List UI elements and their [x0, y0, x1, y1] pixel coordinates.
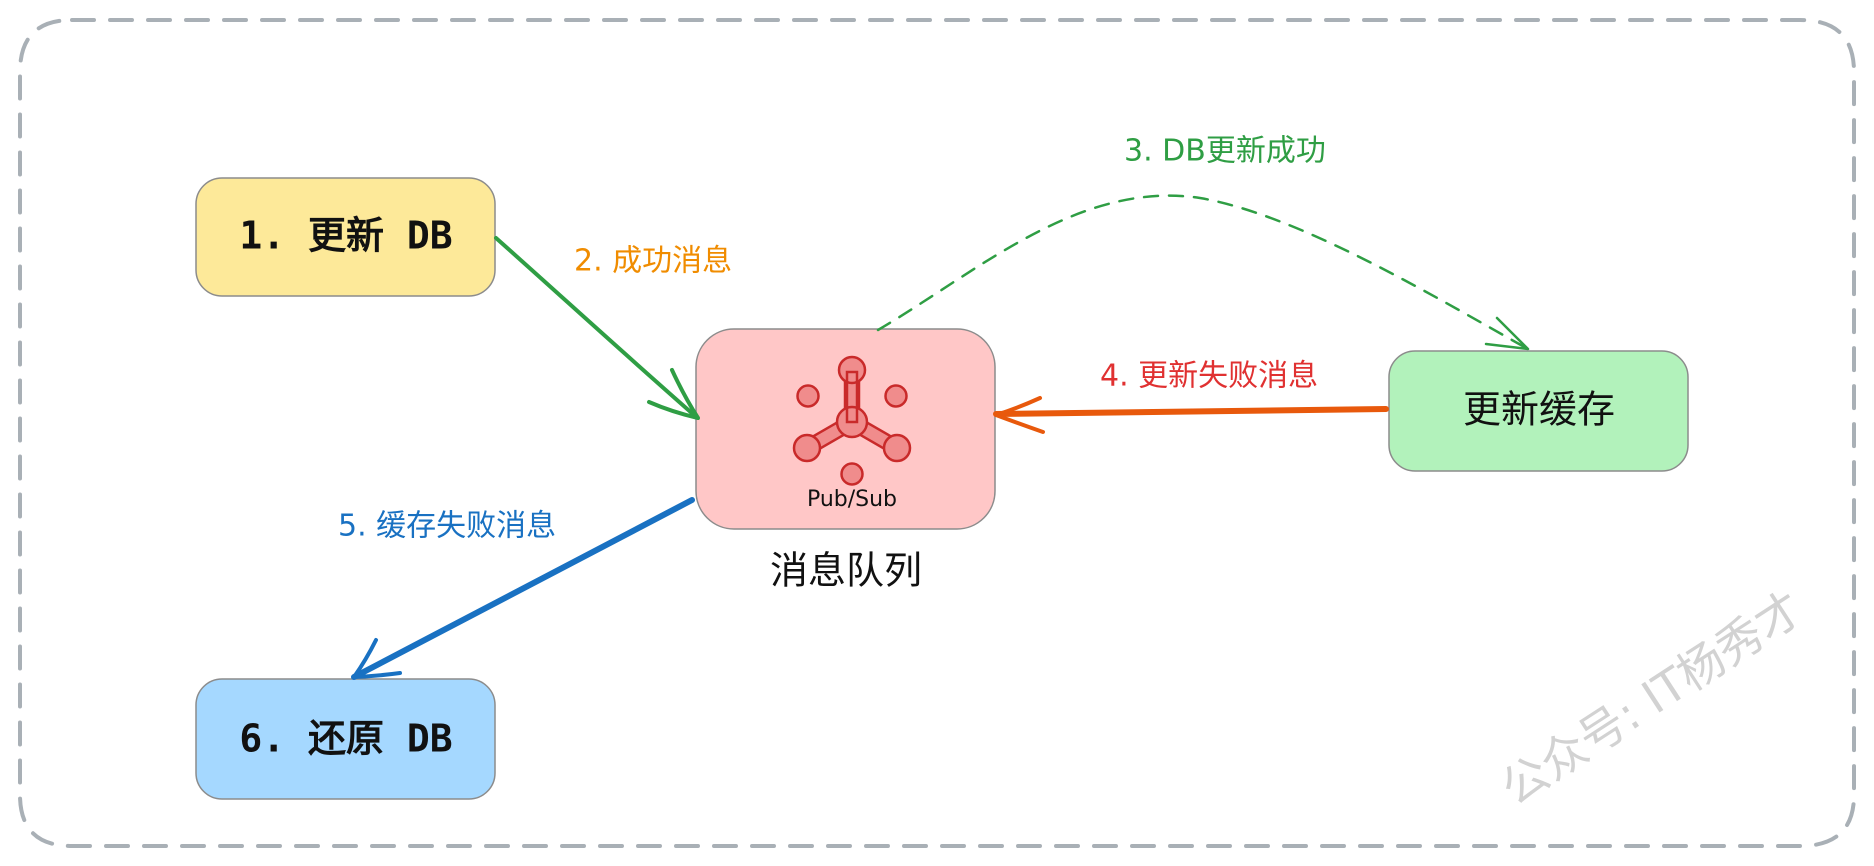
restore-db-label: 6. 还原 DB — [239, 717, 452, 761]
pubsub-icon — [792, 355, 912, 486]
update-fail-message-arrow — [993, 396, 1389, 434]
message-queue-node[interactable]: Pub/Sub — [695, 328, 996, 530]
message-queue-caption: 消息队列 — [770, 549, 922, 593]
outer-dashed-frame — [18, 18, 1856, 848]
update-db-label: 1. 更新 DB — [239, 214, 452, 258]
watermark-text: 公众号: IT杨秀才 — [1491, 581, 1812, 816]
db-update-success-label: 3. DB更新成功 — [1124, 134, 1326, 169]
restore-db-node[interactable]: 6. 还原 DB — [195, 678, 496, 800]
update-cache-node[interactable]: 更新缓存 — [1388, 350, 1689, 472]
db-update-success-arrow — [876, 194, 1530, 351]
update-cache-box — [1388, 350, 1689, 472]
update-db-node[interactable]: 1. 更新 DB — [195, 177, 496, 297]
update-fail-message-label: 4. 更新失败消息 — [1100, 359, 1318, 394]
update-cache-label: 更新缓存 — [1463, 388, 1615, 432]
pubsub-label: Pub/Sub — [807, 487, 897, 512]
cache-fail-message-label: 5. 缓存失败消息 — [338, 509, 556, 544]
cache-fail-message-arrow — [351, 497, 695, 680]
success-message-label: 2. 成功消息 — [574, 244, 732, 279]
restore-db-box — [195, 678, 496, 800]
success-message-arrow — [494, 236, 700, 420]
